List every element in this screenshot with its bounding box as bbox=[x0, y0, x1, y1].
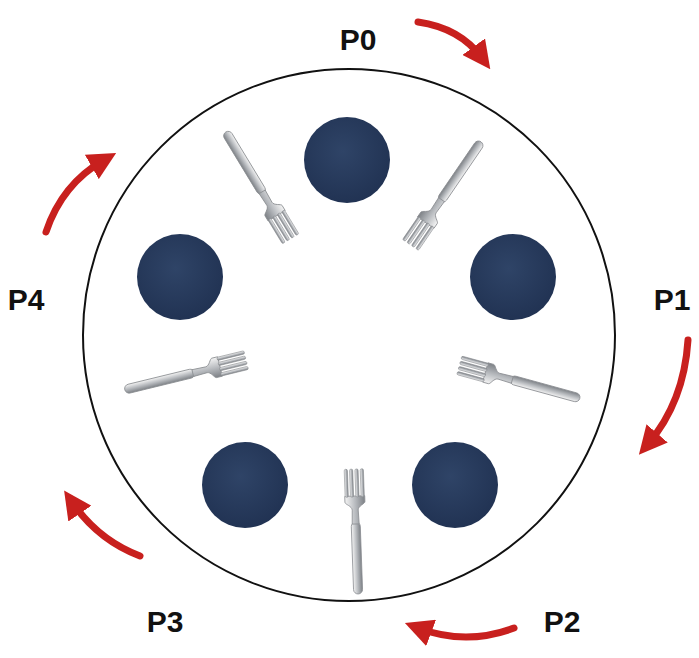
plate bbox=[202, 442, 288, 528]
fork bbox=[217, 127, 299, 244]
rotation-arrow bbox=[46, 160, 104, 232]
rotation-arrow bbox=[72, 502, 140, 556]
philosopher-label: P3 bbox=[147, 607, 184, 637]
fork bbox=[344, 469, 368, 595]
table-outline bbox=[83, 69, 615, 601]
rotation-arrow bbox=[418, 22, 482, 58]
plate bbox=[137, 234, 223, 320]
plate bbox=[412, 442, 498, 528]
fork bbox=[457, 356, 583, 408]
rotation-arrow bbox=[648, 340, 688, 444]
philosopher-label: P1 bbox=[654, 285, 691, 315]
fork bbox=[402, 136, 489, 250]
plate bbox=[304, 117, 390, 203]
philosopher-label: P2 bbox=[544, 607, 581, 637]
fork bbox=[122, 350, 248, 399]
rotation-arrow bbox=[418, 628, 514, 637]
philosopher-label: P4 bbox=[8, 285, 45, 315]
philosopher-label: P0 bbox=[340, 25, 377, 55]
plate bbox=[470, 234, 556, 320]
